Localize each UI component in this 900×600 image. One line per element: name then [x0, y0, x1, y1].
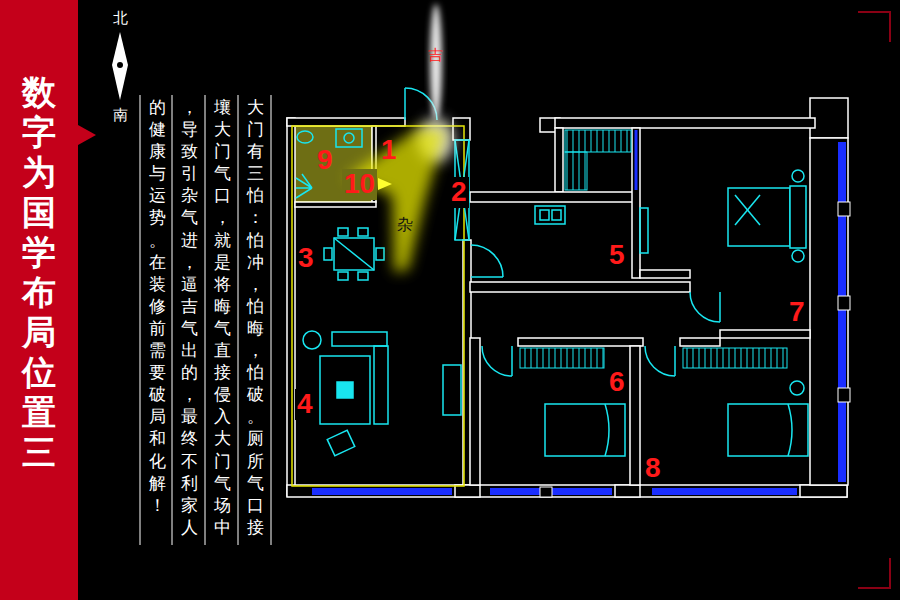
sofa-set — [303, 331, 461, 456]
living-outline — [292, 126, 464, 486]
corner-mark — [858, 12, 890, 42]
walls — [287, 98, 848, 497]
callout-number: 6 — [607, 367, 627, 398]
callout-number: 5 — [607, 240, 627, 271]
compass-needle — [112, 32, 128, 100]
red-band — [0, 0, 78, 600]
callout-number: 7 — [787, 297, 807, 328]
doors — [405, 88, 720, 376]
callout-number: 10 — [342, 169, 377, 200]
text-column: 的健康与运势。在装修前需要破局和化解！ — [149, 96, 166, 516]
compass-label: 北 — [111, 10, 130, 27]
flow-arrow — [378, 178, 392, 190]
note-label: 吉 — [426, 47, 445, 64]
text-column: 壤大门气口，就是将晦气直接侵入大门气场中 — [214, 96, 231, 538]
band-pointer — [78, 125, 96, 145]
closets — [520, 130, 787, 368]
callout-number: 3 — [296, 243, 316, 274]
callout-number: 2 — [449, 177, 469, 208]
compass-label: 南 — [111, 107, 130, 124]
title-column: 数字为国学布局位置三 — [22, 72, 56, 472]
callout-number: 8 — [643, 453, 663, 484]
text-column: 大门有三怕：怕冲，怕晦，怕破。厕所气口接 — [247, 96, 264, 538]
beds — [545, 170, 808, 456]
callout-number: 1 — [379, 135, 399, 166]
dining-set — [324, 228, 384, 280]
air-glow — [345, 128, 446, 272]
note-label: 杂 — [395, 216, 415, 234]
text-column: ，导致引杂气进，逼吉气出的，最终不利家人 — [181, 96, 198, 538]
kitchen-sink — [535, 206, 648, 253]
column-rules — [140, 95, 271, 545]
callout-number: 4 — [295, 389, 315, 420]
callout-number: 9 — [315, 145, 335, 176]
corner-mark — [858, 558, 890, 588]
